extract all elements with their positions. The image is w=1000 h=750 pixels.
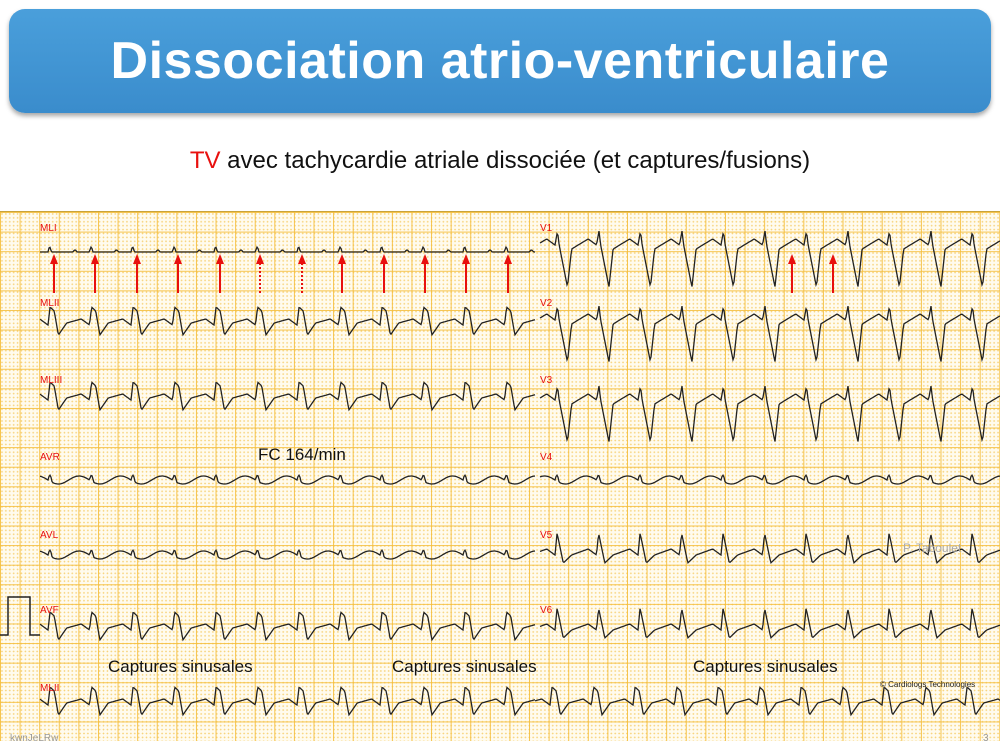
ecg-trace-left-0 (40, 245, 535, 253)
lead-label: V5 (540, 530, 553, 541)
lead-label: MLIII (40, 375, 63, 386)
lead-label: AVL (40, 530, 59, 541)
p-wave-arrow-icon-head (829, 254, 837, 264)
p-wave-arrow-icon-head (216, 254, 224, 264)
p-wave-arrow-icon-head (298, 254, 306, 264)
captures-label: Captures sinusales (693, 657, 838, 676)
calibration-pulse (0, 596, 40, 636)
p-wave-arrow-icon-head (50, 254, 58, 264)
ecg-trace-right-1 (539, 305, 1000, 363)
p-wave-arrow-icon-head (174, 254, 182, 264)
title-banner: Dissociation atrio-ventriculaire (9, 9, 991, 113)
slide-subtitle: TV avec tachycardie atriale dissociée (e… (0, 147, 1000, 175)
p-wave-arrow-icon-head (133, 254, 141, 264)
p-wave-arrow-icon-head (338, 254, 346, 264)
lead-label: V6 (540, 605, 553, 616)
p-wave-arrow-icon-head (91, 254, 99, 264)
p-wave-arrow-icon-head (256, 254, 264, 264)
subtitle-highlight: TV (189, 147, 221, 174)
author-watermark: P. Taboulet (903, 541, 962, 555)
ecg-trace-left-3 (39, 473, 536, 485)
p-wave-arrow-icon-head (380, 254, 388, 264)
captures-label: Captures sinusales (108, 657, 253, 676)
ecg-trace-left-5 (39, 611, 536, 642)
footer-code: kwnJeLRw (10, 733, 59, 744)
lead-label: AVF (40, 605, 59, 616)
lead-label: AVR (40, 452, 60, 463)
lead-label: V3 (540, 375, 553, 386)
ecg-trace-left-2 (39, 381, 536, 412)
heart-rate-label: FC 164/min (258, 445, 346, 464)
ecg-trace-right-2 (539, 385, 1000, 443)
ecg-trace-right-3 (539, 473, 1000, 485)
lead-label: V1 (540, 223, 553, 234)
ecg-trace-left-6 (39, 686, 536, 717)
ecg-trace-right-5 (539, 608, 1000, 640)
ecg-trace-right-0 (539, 230, 1000, 288)
lead-label: V4 (540, 452, 553, 463)
subtitle-text: avec tachycardie atriale dissociée (et c… (220, 147, 811, 174)
slide-title: Dissociation atrio-ventriculaire (110, 32, 890, 90)
lead-label: MLII (40, 298, 60, 309)
lead-label: MLII (40, 683, 60, 694)
p-wave-arrow-icon-head (462, 254, 470, 264)
p-wave-arrow-icon-head (421, 254, 429, 264)
page-number: 3 (983, 733, 989, 744)
p-wave-arrow-icon-head (504, 254, 512, 264)
ecg-trace-bottom-right (534, 686, 1000, 717)
p-wave-arrow-icon-head (788, 254, 796, 264)
ecg-trace-left-1 (39, 306, 536, 337)
copyright: © Cardiologs Technologies (880, 680, 976, 689)
ecg-trace-left-4 (39, 548, 536, 560)
captures-label: Captures sinusales (392, 657, 537, 676)
lead-label: V2 (540, 298, 553, 309)
ecg-trace-right-4 (539, 533, 1000, 565)
lead-label: MLI (40, 223, 57, 234)
